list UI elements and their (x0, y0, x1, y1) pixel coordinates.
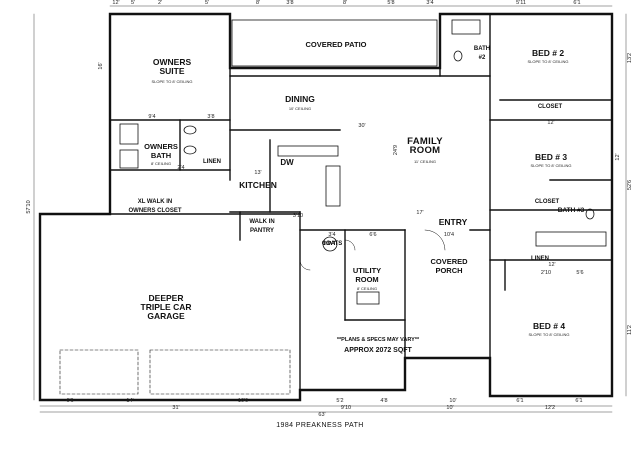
dim-int-2: 13' (254, 170, 262, 176)
hwt-label: HWT (323, 241, 337, 247)
sqft-label: APPROX 2072 SQFT (344, 347, 412, 354)
dim-bottom-1-1: 14' (126, 398, 134, 404)
room-covered-patio: COVERED PATIO (305, 40, 367, 49)
dim-int-5: 12' (548, 262, 556, 268)
dim-int-7: 9'4 (148, 114, 156, 120)
address-caption: 1984 PREAKNESS PATH (276, 422, 364, 429)
bed-4-note: SLOPE TO 8' CEILING (528, 332, 570, 337)
dim-int-11: 3'4 (328, 232, 336, 238)
dim-bottom-2-0: 31' (172, 405, 180, 411)
dim-int-12: 2'10 (540, 270, 552, 276)
room-dining: DINING (285, 94, 315, 104)
dim-int-10: 6'6 (369, 232, 377, 238)
dim-int-1: 24'9 (393, 144, 399, 156)
dishwasher-label: DW (280, 158, 294, 167)
bed-2-note: SLOPE TO 8' CEILING (527, 59, 569, 64)
owners-suite-note: SLOPE TO 8' CEILING (151, 79, 193, 84)
dim-int-13: 5'6 (576, 270, 584, 276)
exterior-walls (38, 12, 614, 402)
dim-bottom-2-3: 12'2 (544, 405, 556, 411)
fixtures (119, 19, 607, 305)
dim-top-0: 12' (112, 0, 120, 6)
room-bath-2: BATH#2 (473, 46, 491, 61)
dim-top-6: 8' (342, 0, 348, 6)
room-bed-3: BED # 3 (534, 152, 568, 162)
dimension-lines (33, 5, 627, 413)
dim-left-1: 57'10 (26, 200, 32, 214)
dim-bottom-3: 63' (318, 412, 326, 418)
dim-int-4: 12' (547, 120, 555, 126)
room-bed-2: BED # 2 (531, 48, 565, 58)
dim-top-4: 8' (255, 0, 261, 6)
bed-3-note: SLOPE TO 8' CEILING (530, 163, 572, 168)
dim-bottom-1-7: 6'1 (575, 398, 583, 404)
dim-top-9: 5'11 (516, 0, 526, 6)
room-linen-2: LINEN (531, 256, 549, 262)
room-closet-2: CLOSET (534, 199, 560, 205)
dim-int-0: 30' (358, 123, 366, 129)
dim-bottom-2-2: 10' (446, 405, 454, 411)
dining-note: 10' CEILING (288, 106, 312, 111)
dim-top-8: 3'4 (426, 0, 434, 6)
interior-walls (39, 13, 613, 391)
dim-top-3: 5' (204, 0, 210, 6)
dim-right-2: 52'6 (627, 179, 633, 191)
room-coats: COATS (321, 241, 343, 247)
dim-bottom-1-2: 10'6 (237, 398, 249, 404)
dim-right-1: 12' (615, 153, 621, 161)
dim-top-7: 5'8 (387, 0, 395, 6)
room-closet-1: CLOSET (537, 104, 563, 110)
family-note: 11' CEILING (413, 159, 437, 164)
plans-note: **PLANS & SPECS MAY VARY** (336, 337, 420, 343)
room-kitchen: KITCHEN (239, 180, 277, 190)
room-bath-3: BATH #3 (557, 207, 585, 214)
garage-doors (59, 349, 291, 395)
dim-int-3: 17' (416, 210, 424, 216)
dim-bottom-1-3: 5'2 (336, 398, 344, 404)
dim-right-3: 11'2 (627, 325, 633, 335)
room-entry: ENTRY (438, 217, 468, 227)
dim-top-1: 5' (130, 0, 136, 6)
dim-bottom-1-0: 6'6 (66, 398, 74, 404)
dim-bottom-1-4: 4'8 (380, 398, 388, 404)
room-linen-1: LINEN (203, 159, 221, 165)
dim-bottom-2-1: 9'10 (340, 405, 352, 411)
dim-bottom-1-6: 6'1 (516, 398, 524, 404)
dim-top-5: 3'8 (286, 0, 294, 6)
dim-int-9: 3'10 (292, 213, 304, 219)
utility-note: 8' CEILING (356, 286, 378, 291)
dim-bottom-1-5: 10' (449, 398, 457, 404)
dim-top-10: 6'1 (573, 0, 581, 6)
dim-int-14: 2'4 (177, 165, 185, 171)
room-bed-4: BED # 4 (532, 321, 566, 331)
dim-right-0: 13'2 (627, 52, 633, 64)
dim-top-2: 2' (157, 0, 163, 6)
dim-int-6: 10'4 (443, 232, 455, 238)
owners-bath-note: 8' CEILING (150, 161, 172, 166)
dim-left-0: 16' (98, 62, 104, 70)
door-swings (299, 229, 446, 271)
dim-int-8: 3'8 (207, 114, 215, 120)
covered-patio-outline (231, 19, 438, 67)
